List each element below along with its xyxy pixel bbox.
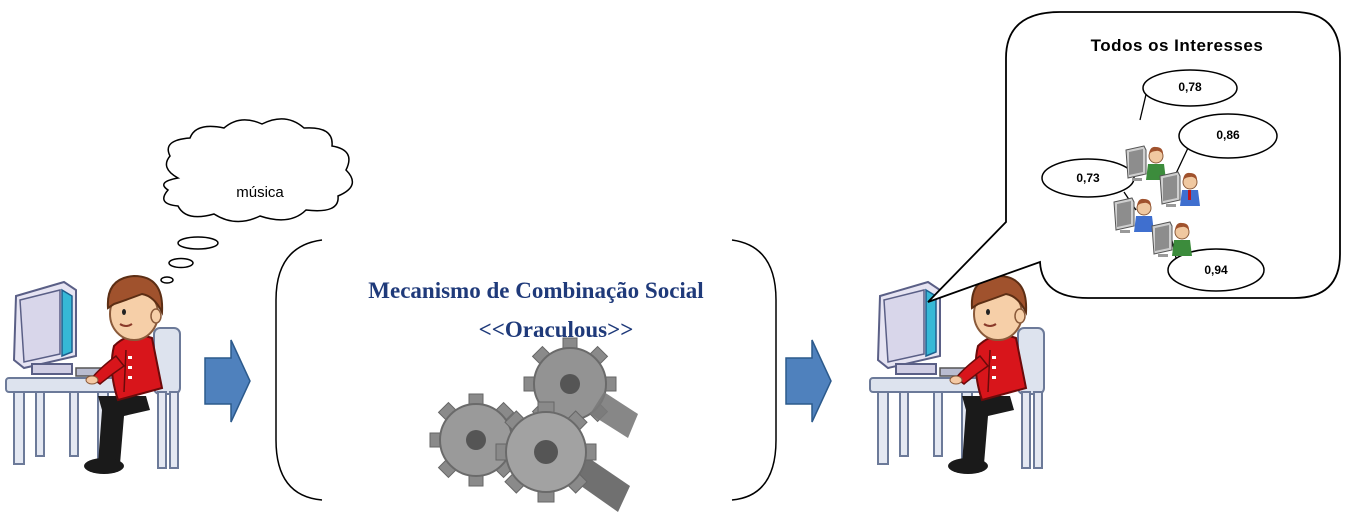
score-label: 0,94: [1204, 263, 1228, 277]
right-bracket: [731, 239, 777, 501]
result-title: Todos os Interesses: [1090, 36, 1264, 55]
user-right-icon: [869, 275, 1045, 475]
mechanism-title: Mecanismo de Combinação Social: [368, 278, 704, 303]
left-bracket: [275, 239, 323, 501]
score-bubble: [1139, 69, 1238, 121]
arrow-right-icon: [785, 339, 832, 423]
score-label: 0,73: [1076, 171, 1100, 185]
score-label: 0,86: [1216, 128, 1240, 142]
thought-cloud-icon: [160, 118, 354, 284]
gears-icon: [429, 337, 638, 512]
arrow-right-icon: [204, 339, 251, 423]
mechanism-subtitle: <<Oraculous>>: [478, 317, 634, 342]
user-left-icon: [5, 275, 181, 475]
score-label: 0,78: [1178, 80, 1202, 94]
thought-text: música: [236, 184, 284, 201]
user-group-icon: [1113, 145, 1200, 258]
